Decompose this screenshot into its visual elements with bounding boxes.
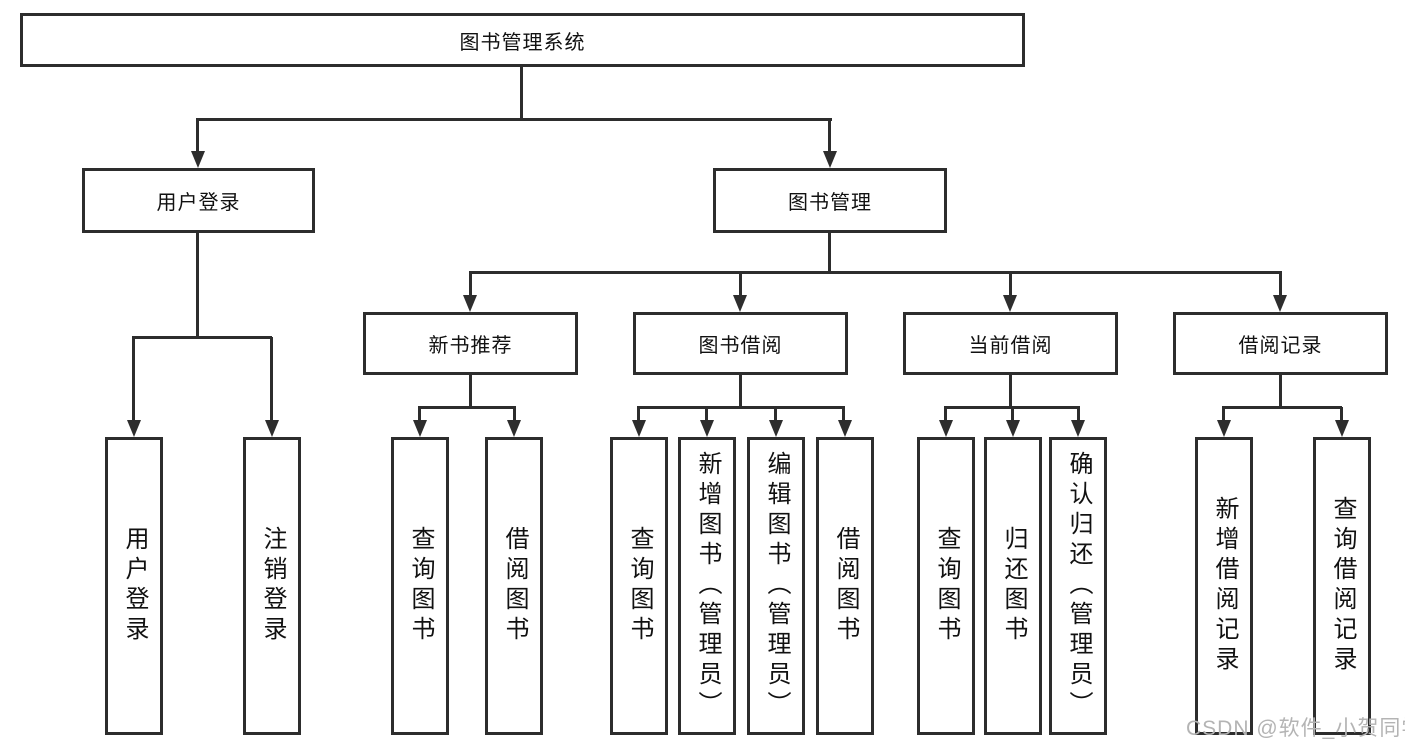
connector-line: [1222, 407, 1225, 423]
arrow-down-icon: [1006, 420, 1020, 437]
connector-line: [418, 407, 421, 423]
connector-line: [469, 271, 1282, 274]
node-label: 借阅图书: [501, 526, 528, 646]
connector-line: [196, 119, 199, 153]
arrow-down-icon: [838, 420, 852, 437]
node-recommend-borrow-books: 借阅图书: [485, 437, 543, 735]
arrow-down-icon: [823, 151, 837, 168]
node-recommend-query-books: 查询图书: [391, 437, 449, 735]
node-label: 用户登录: [121, 526, 148, 646]
arrow-down-icon: [733, 295, 747, 312]
node-label: 图书借阅: [698, 335, 783, 357]
connector-line: [1009, 272, 1012, 298]
connector-line: [469, 375, 472, 408]
connector-line: [705, 407, 708, 423]
arrow-down-icon: [1217, 420, 1231, 437]
connector-line: [637, 407, 640, 423]
node-user-login: 用户登录: [82, 168, 315, 233]
arrow-down-icon: [700, 420, 714, 437]
node-current-query-books: 查询图书: [917, 437, 975, 735]
connector-line: [842, 407, 845, 423]
connector-line: [1222, 406, 1342, 409]
arrow-down-icon: [265, 420, 279, 437]
arrow-down-icon: [632, 420, 646, 437]
node-label: 确认归还（管理员）: [1065, 451, 1092, 721]
connector-line: [1279, 375, 1282, 408]
node-borrowing-borrow-books: 借阅图书: [816, 437, 874, 735]
node-label: 查询借阅记录: [1329, 496, 1356, 676]
arrow-down-icon: [1273, 295, 1287, 312]
node-label: 新书推荐: [428, 335, 513, 357]
arrow-down-icon: [1071, 420, 1085, 437]
connector-line: [469, 272, 472, 298]
node-borrow-records: 借阅记录: [1173, 312, 1388, 375]
node-current-confirm-return-admin: 确认归还（管理员）: [1049, 437, 1107, 735]
node-book-management: 图书管理: [713, 168, 947, 233]
node-borrowing-query-books: 查询图书: [610, 437, 668, 735]
node-label: 归还图书: [1000, 526, 1027, 646]
node-label: 注销登录: [259, 526, 286, 646]
node-label: 用户登录: [156, 192, 241, 214]
node-label: 图书管理系统: [459, 31, 586, 54]
arrow-down-icon: [507, 420, 521, 437]
connector-line: [1279, 272, 1282, 298]
connector-line: [637, 406, 845, 409]
node-label: 借阅图书: [832, 526, 859, 646]
connector-line: [1340, 407, 1343, 423]
connector-line: [828, 233, 831, 274]
connector-line: [774, 407, 777, 423]
connector-line: [270, 337, 273, 423]
arrow-down-icon: [939, 420, 953, 437]
arrow-down-icon: [1335, 420, 1349, 437]
connector-line: [1011, 407, 1014, 423]
arrow-down-icon: [463, 295, 477, 312]
node-current-borrowing: 当前借阅: [903, 312, 1118, 375]
node-label: 编辑图书（管理员）: [763, 451, 790, 721]
arrow-down-icon: [413, 420, 427, 437]
arrow-down-icon: [127, 420, 141, 437]
connector-line: [944, 407, 947, 423]
node-label: 查询图书: [407, 526, 434, 646]
connector-line: [132, 336, 272, 339]
node-user-login-leaf: 用户登录: [105, 437, 163, 735]
csdn-watermark: CSDN @软件_小贺同学: [1186, 717, 1405, 740]
node-label: 查询图书: [933, 526, 960, 646]
node-borrowing-edit-book-admin: 编辑图书（管理员）: [747, 437, 805, 735]
node-label: 图书管理: [788, 192, 872, 214]
node-label: 查询图书: [626, 526, 653, 646]
node-borrowing-add-book-admin: 新增图书（管理员）: [678, 437, 736, 735]
node-book-borrowing: 图书借阅: [633, 312, 848, 375]
node-current-return-books: 归还图书: [984, 437, 1042, 735]
connector-line: [196, 233, 199, 339]
node-records-add-record: 新增借阅记录: [1195, 437, 1253, 735]
node-new-book-recommend: 新书推荐: [363, 312, 578, 375]
arrow-down-icon: [191, 151, 205, 168]
arrow-down-icon: [769, 420, 783, 437]
connector-line: [520, 67, 523, 120]
connector-line: [196, 118, 832, 121]
node-records-query-record: 查询借阅记录: [1313, 437, 1371, 735]
connector-line: [418, 406, 516, 409]
node-label: 新增借阅记录: [1211, 496, 1238, 676]
connector-line: [1009, 375, 1012, 408]
node-label: 当前借阅: [968, 335, 1053, 357]
arrow-down-icon: [1003, 295, 1017, 312]
connector-line: [828, 119, 831, 153]
connector-line: [132, 337, 135, 423]
connector-line: [513, 407, 516, 423]
node-label: 新增图书（管理员）: [694, 451, 721, 721]
node-logout-leaf: 注销登录: [243, 437, 301, 735]
node-label: 借阅记录: [1238, 335, 1323, 357]
connector-line: [1077, 407, 1080, 423]
node-library-system: 图书管理系统: [20, 13, 1025, 67]
connector-line: [739, 375, 742, 408]
connector-line: [739, 272, 742, 298]
